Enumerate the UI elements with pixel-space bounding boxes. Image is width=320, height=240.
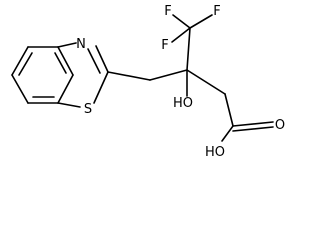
bond: [172, 14, 191, 29]
carbonyl-oxygen-label: O: [275, 118, 285, 133]
bond: [57, 74, 74, 104]
bond: [232, 121, 274, 127]
fluorine-atom-label: F: [161, 38, 168, 53]
benzene-ring: [11, 46, 74, 104]
bond: [57, 42, 77, 48]
bond: [11, 46, 29, 76]
thiazole-ring: [57, 42, 109, 108]
bond: [54, 52, 67, 74]
chemical-structure: N S F F F HO O HO: [11, 4, 285, 160]
bond: [186, 69, 226, 95]
acid-hydroxyl-label: HO: [205, 145, 225, 160]
bond: [232, 126, 274, 132]
bond: [18, 52, 33, 76]
bond: [95, 45, 109, 73]
bond: [189, 14, 213, 29]
bond: [224, 93, 234, 127]
side-chain: [107, 14, 274, 142]
fluorine-atom-label: F: [213, 4, 220, 19]
hydroxyl-label: HO: [173, 96, 193, 111]
bond: [221, 125, 234, 142]
fluorine-atom-label: F: [164, 4, 171, 19]
bond: [186, 27, 191, 71]
bond: [93, 71, 109, 104]
bond: [11, 74, 29, 104]
bond: [107, 71, 151, 81]
bond: [57, 46, 74, 76]
sulfur-atom-label: S: [84, 102, 92, 117]
bond: [57, 102, 81, 108]
bond: [149, 69, 188, 81]
bond: [87, 48, 101, 74]
bond: [171, 27, 191, 43]
nitrogen-atom-label: N: [76, 37, 86, 52]
